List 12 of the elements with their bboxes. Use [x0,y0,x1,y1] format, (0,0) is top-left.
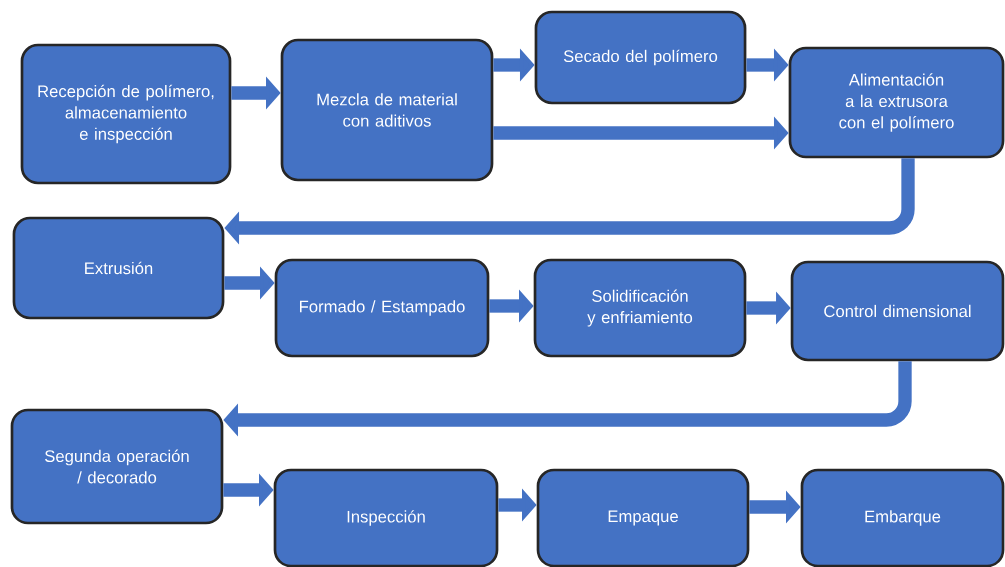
process-box: Solidificación y enfriamiento [533,258,747,358]
process-box: Embarque [800,468,1005,567]
process-box: Recepción de polímero, almacenamiento e inspección [20,43,232,185]
process-box: Mezcla de material con aditivos [280,38,494,182]
process-box: Inspección [273,468,499,567]
process-box: Formado / Estampado [274,258,490,358]
process-box: Alimentación a la extrusora con el polímero [788,46,1005,159]
process-box: Control dimensional [790,260,1005,362]
process-box: Secado del polímero [534,10,747,105]
process-box: Segunda operación / decorado [10,408,224,525]
process-box: Empaque [536,468,750,567]
process-box: Extrusión [12,216,225,320]
